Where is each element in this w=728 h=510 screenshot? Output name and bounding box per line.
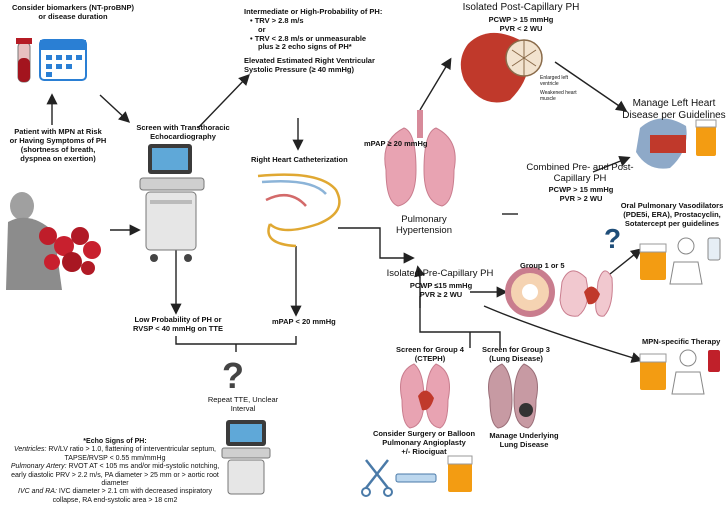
echo-machine-icon	[139, 144, 205, 262]
group4-label: Screen for Group 4(CTEPH)	[396, 345, 464, 363]
arrow-rhc-to-ph	[338, 227, 415, 264]
blood-tube-icon	[16, 38, 32, 83]
question-mark-icon: ?	[222, 355, 244, 396]
catheter-icon	[257, 173, 341, 248]
oral-vasodilators-illustration	[639, 237, 721, 285]
arrow-split-to-question	[175, 336, 297, 352]
small-echo-machine-icon	[221, 420, 271, 495]
arrow-to-mpn-therapy	[483, 305, 643, 363]
lungs-icon	[384, 110, 456, 207]
mpap-high-label: mPAP ≥ 20 mmHg	[364, 139, 428, 148]
cpcph-label: Combined Pre- and Post-Capillary PH	[526, 162, 634, 185]
group15-illustration	[505, 267, 613, 317]
group15-label: Group 1 or 5	[520, 261, 565, 270]
diseased-lungs-icon	[488, 363, 538, 429]
ipcph-title: Isolated Post-Capillary PH	[462, 2, 580, 13]
mpn-therapy-label: MPN-specific Therapy	[642, 337, 721, 346]
surgical-tools-icon	[361, 455, 473, 497]
arrow-ph-to-iprecph	[414, 265, 426, 279]
cteph-lungs-icon	[400, 363, 450, 429]
patient-illustration	[6, 192, 101, 290]
enlarged-heart-icon	[460, 32, 543, 103]
rhc-label: Right Heart Catheterization	[251, 155, 348, 164]
oral-vasodilators-label: Oral Pulmonary Vasodilators(PDE5i, ERA),…	[620, 201, 724, 228]
arrow-tte-to-intermediate	[197, 73, 250, 129]
calendar-icon	[39, 39, 87, 81]
mpn-therapy-illustration	[639, 349, 720, 395]
arrow-ph-up	[419, 57, 452, 111]
iprecph-title: Isolated Pre-Capillary PH	[386, 268, 494, 279]
arrow-biomarkers-to-tte	[99, 94, 131, 123]
manage-left-illustration	[636, 118, 717, 169]
arrow-cpcph-to-heart	[592, 155, 631, 173]
question-mark-icon-2: ?	[604, 223, 621, 254]
intermediate-criteria: Intermediate or High-Probability of PH: …	[244, 7, 383, 75]
biomarkers-label: Consider biomarkers (NT-proBNP)or diseas…	[11, 3, 135, 21]
arrow-to-manage-left	[554, 61, 628, 112]
echo-signs-notes: *Echo Signs of PH: Ventricles: RV/LV rat…	[10, 438, 220, 504]
mpap-low-label: mPAP < 20 mmHg	[272, 317, 336, 326]
group3-label: Screen for Group 3(Lung Disease)	[482, 345, 550, 363]
arrow-ipre-split	[419, 296, 501, 348]
arrows	[46, 57, 643, 363]
